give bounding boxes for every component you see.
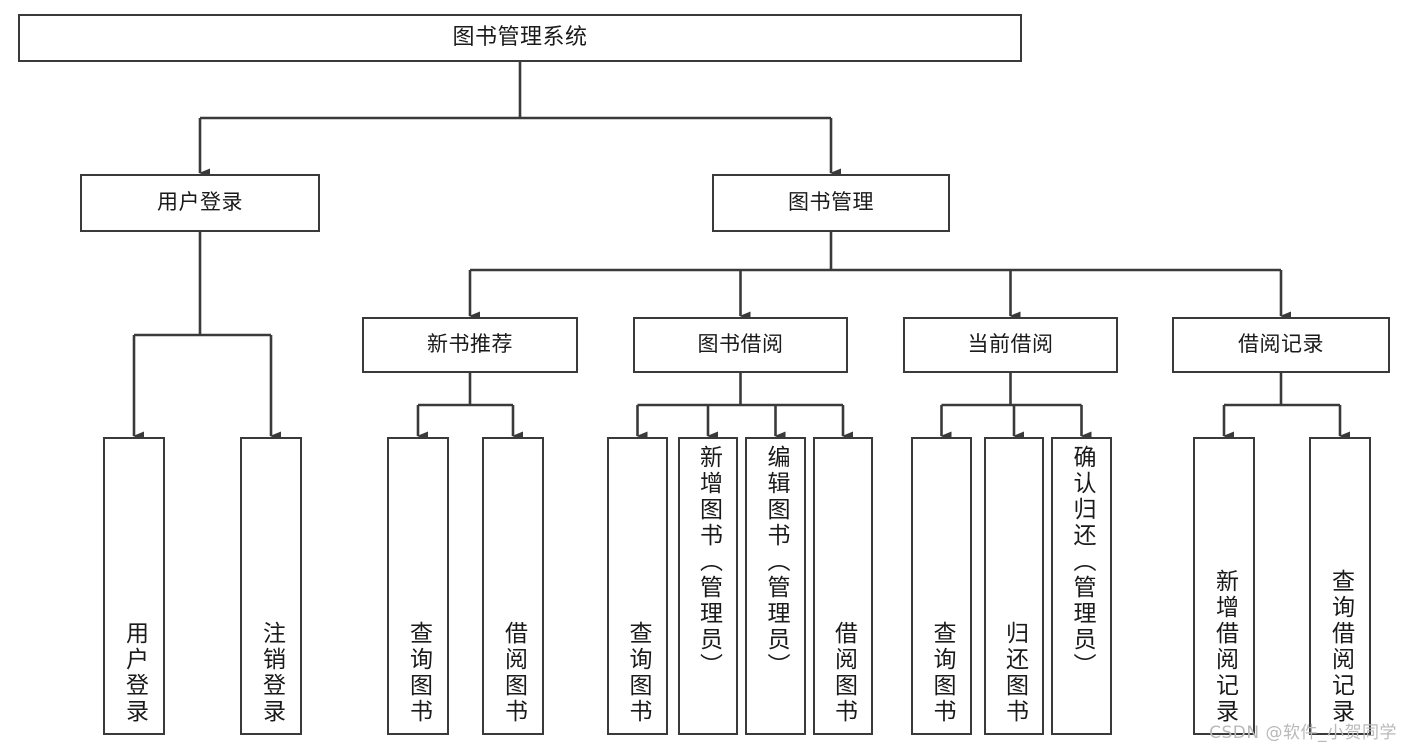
node-label-user-login: 用户登录	[157, 190, 243, 215]
node-label-current-borrow: 当前借阅	[967, 332, 1054, 357]
node-label-leaf-bb-query: 查询图书	[625, 621, 651, 725]
node-leaf-br-add[interactable]: 新增借阅记录	[1193, 437, 1255, 735]
node-label-root: 图书管理系统	[452, 24, 588, 50]
node-label-new-book-rec: 新书推荐	[427, 332, 513, 357]
node-label-leaf-cb-return: 归还图书	[1001, 621, 1028, 725]
node-leaf-nb-query[interactable]: 查询图书	[387, 437, 449, 735]
node-leaf-cb-confirm[interactable]: 确认归还（管理员）	[1051, 437, 1112, 735]
node-leaf-cb-query[interactable]: 查询图书	[911, 437, 972, 735]
node-leaf-cb-return[interactable]: 归还图书	[984, 437, 1044, 735]
node-leaf-br-query[interactable]: 查询借阅记录	[1309, 437, 1371, 735]
node-borrow-record[interactable]: 借阅记录	[1172, 317, 1390, 373]
node-current-borrow[interactable]: 当前借阅	[903, 317, 1118, 373]
csdn-watermark: CSDN @软件_小贺同学	[1209, 723, 1397, 743]
node-leaf-logout[interactable]: 注销登录	[240, 437, 302, 735]
node-leaf-bb-borrow[interactable]: 借阅图书	[813, 437, 873, 735]
node-leaf-nb-borrow[interactable]: 借阅图书	[482, 437, 544, 735]
node-label-leaf-br-query: 查询借阅记录	[1327, 569, 1354, 725]
node-label-leaf-nb-borrow: 借阅图书	[500, 621, 527, 725]
node-leaf-bb-query[interactable]: 查询图书	[607, 437, 668, 735]
node-label-leaf-logout: 注销登录	[258, 621, 285, 725]
node-new-book-rec[interactable]: 新书推荐	[362, 317, 578, 373]
node-user-login[interactable]: 用户登录	[80, 174, 320, 232]
node-book-manage[interactable]: 图书管理	[712, 174, 950, 232]
node-root[interactable]: 图书管理系统	[18, 14, 1022, 62]
node-leaf-user-login[interactable]: 用户登录	[103, 437, 165, 735]
node-label-leaf-nb-query: 查询图书	[405, 621, 432, 725]
node-label-leaf-cb-confirm: 确认归还（管理员）	[1069, 445, 1095, 679]
node-label-leaf-br-add: 新增借阅记录	[1211, 569, 1238, 725]
node-label-book-borrow: 图书借阅	[697, 332, 784, 357]
node-label-book-manage: 图书管理	[788, 190, 874, 215]
node-label-leaf-user-login: 用户登录	[121, 621, 148, 725]
node-label-leaf-cb-query: 查询图书	[929, 621, 955, 725]
node-label-leaf-bb-add: 新增图书（管理员）	[695, 445, 722, 679]
node-leaf-bb-add[interactable]: 新增图书（管理员）	[678, 437, 738, 735]
node-book-borrow[interactable]: 图书借阅	[633, 317, 848, 373]
node-label-leaf-bb-edit: 编辑图书（管理员）	[763, 445, 789, 679]
node-leaf-bb-edit[interactable]: 编辑图书（管理员）	[745, 437, 806, 735]
node-label-borrow-record: 借阅记录	[1238, 332, 1324, 357]
node-label-leaf-bb-borrow: 借阅图书	[830, 621, 857, 725]
